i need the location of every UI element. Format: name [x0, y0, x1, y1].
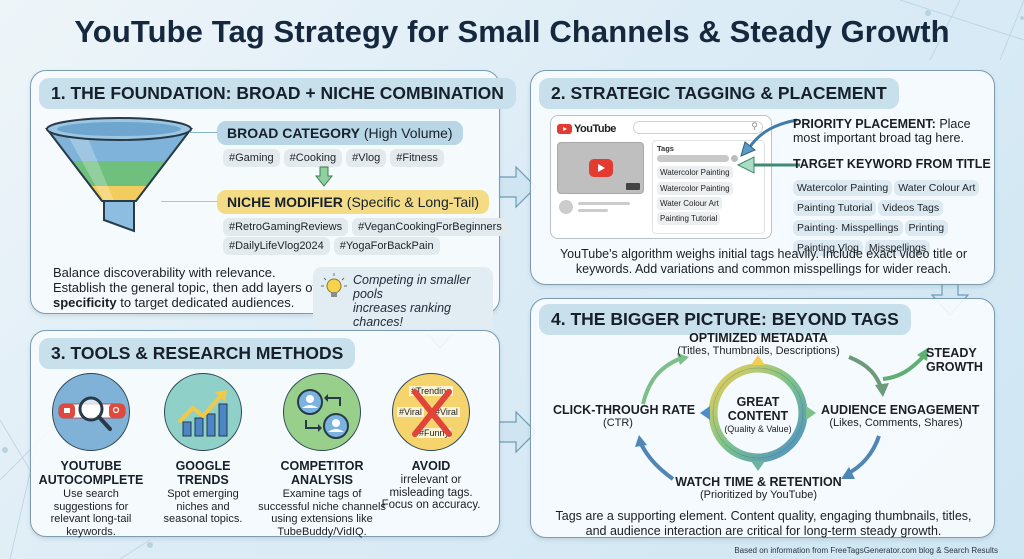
youtube-logo: YouTube: [557, 123, 616, 135]
tag-chip: #VeganCookingForBeginners: [352, 218, 508, 236]
tip-callout: Competing in smaller pools increases ran…: [313, 267, 493, 335]
mock-tag: Water Colour Art: [657, 197, 722, 210]
tag-chip: #Gaming: [223, 149, 280, 167]
mock-search-bar: ⚲: [633, 121, 763, 134]
funnel-icon: [44, 117, 194, 233]
keyword-chip: Painting Vlog: [793, 240, 863, 256]
section-2-header: 2. STRATEGIC TAGGING & PLACEMENT: [539, 78, 899, 109]
cycle-node-audience-engagement: AUDIENCE ENGAGEMENT(Likes, Comments, Sha…: [821, 403, 980, 429]
mock-tag: Watercolor Painting: [657, 166, 733, 179]
cycle-node-watch-time: WATCH TIME & RETENTION(Prioritized by Yo…: [675, 475, 842, 501]
cycle-node-click-through-rate: CLICK-THROUGH RATE(CTR): [553, 403, 696, 429]
video-thumbnail: [557, 142, 644, 194]
avoid-x-icon: #Trending #Viral #Viral #Funny: [392, 373, 470, 451]
keyword-chip: Watercolor Painting: [793, 180, 893, 196]
panel-foundation: 1. THE FOUNDATION: BROAD + NICHE COMBINA…: [30, 70, 516, 335]
content-cycle-diagram: [635, 347, 929, 481]
tool-avoid: #Trending #Viral #Viral #Funny AVOID irr…: [381, 373, 481, 512]
clear-icon: [731, 155, 738, 162]
section-3-header: 3. TOOLS & RESEARCH METHODS: [39, 338, 356, 369]
section-1-header: 1. THE FOUNDATION: BROAD + NICHE COMBINA…: [39, 78, 516, 109]
placeholder-line: [578, 202, 630, 205]
tag-input-field: [657, 155, 729, 162]
play-button-icon: [589, 159, 613, 177]
tag-chip: #RetroGamingReviews: [223, 218, 349, 236]
broad-connector-line: [189, 132, 219, 133]
lightbulb-icon: [321, 273, 347, 297]
bad-tag: #Trending: [409, 386, 454, 396]
placeholder-line: [578, 209, 608, 212]
channel-avatar: [559, 200, 573, 214]
page-title: YouTube Tag Strategy for Small Channels …: [74, 14, 950, 49]
panel-bigger-picture: 4. THE BIGGER PICTURE: BEYOND TAGS OPTIM…: [530, 298, 995, 538]
tag-chip: #Fitness: [390, 149, 444, 167]
bad-tag: #Viral: [433, 407, 460, 417]
priority-placement-note: PRIORITY PLACEMENT: Place most important…: [793, 117, 971, 145]
youtube-upload-mockup: YouTube ⚲ Tags Watercolor Painting Water…: [550, 115, 772, 239]
keyword-chip: Misspellings: [864, 240, 931, 256]
tag-chip: #DailyLifeVlog2024: [223, 237, 330, 255]
target-keyword-label: TARGET KEYWORD FROM TITLE: [793, 157, 991, 171]
section-4-header: 4. THE BIGGER PICTURE: BEYOND TAGS: [539, 304, 911, 335]
tag-chip: #Cooking: [283, 149, 343, 167]
tags-box: Tags Watercolor Painting Watercolor Pain…: [652, 140, 765, 234]
niche-tags-row-2: #DailyLifeVlog2024#YogaForBackPain: [223, 236, 444, 255]
priority-pointer-arrow: [740, 118, 798, 157]
cycle-node-optimized-metadata: OPTIMIZED METADATA(Titles, Thumbnails, D…: [677, 331, 840, 357]
source-footnote: Based on information from FreeTagsGenera…: [734, 546, 998, 555]
duration-badge: [626, 183, 640, 190]
bigger-picture-description: Tags are a supporting element. Content q…: [555, 509, 972, 538]
tags-label: Tags: [657, 144, 674, 153]
tag-chip: #YogaForBackPain: [333, 237, 440, 255]
keyword-chip: Water Colour Art: [894, 180, 980, 196]
youtube-play-logo-icon: [557, 124, 572, 134]
target-pointer-arrow: [736, 156, 800, 174]
niche-connector-line: [161, 201, 219, 202]
trend-chart-icon: [164, 373, 242, 451]
panel-strategic-tagging: 2. STRATEGIC TAGGING & PLACEMENT YouTube…: [530, 70, 995, 285]
bad-tag: #Viral: [397, 407, 424, 417]
competitor-users-icon: [283, 373, 361, 451]
bad-tag: #Funny: [417, 428, 452, 438]
broad-category-label: BROAD CATEGORY (High Volume): [217, 121, 463, 145]
keyword-chip: Videos Tags: [878, 200, 944, 216]
mock-tag: Watercolor Painting: [657, 182, 733, 195]
niche-modifier-label: NICHE MODIFIER (Specific & Long-Tail): [217, 190, 490, 214]
search-icon: ⚲: [751, 121, 758, 131]
broad-tags: #Gaming#Cooking#Vlog#Fitness: [223, 148, 448, 167]
tag-chip: #Vlog: [346, 149, 387, 167]
keyword-chip: Painting· Misspellings: [793, 220, 903, 236]
mock-tag: Painting Tutorial: [657, 212, 721, 225]
down-arrow-icon: [315, 166, 333, 187]
foundation-description: Balance discoverability with relevance. …: [53, 265, 317, 310]
tagging-description: YouTube's algorithm weighs initial tags …: [559, 247, 967, 276]
keyword-chip: Painting Tutorial: [793, 200, 877, 216]
keyword-chip: Printing: [904, 220, 949, 236]
search-autocomplete-icon: [52, 373, 130, 451]
niche-tags-row-1: #RetroGamingReviews#VeganCookingForBegin…: [223, 217, 512, 236]
